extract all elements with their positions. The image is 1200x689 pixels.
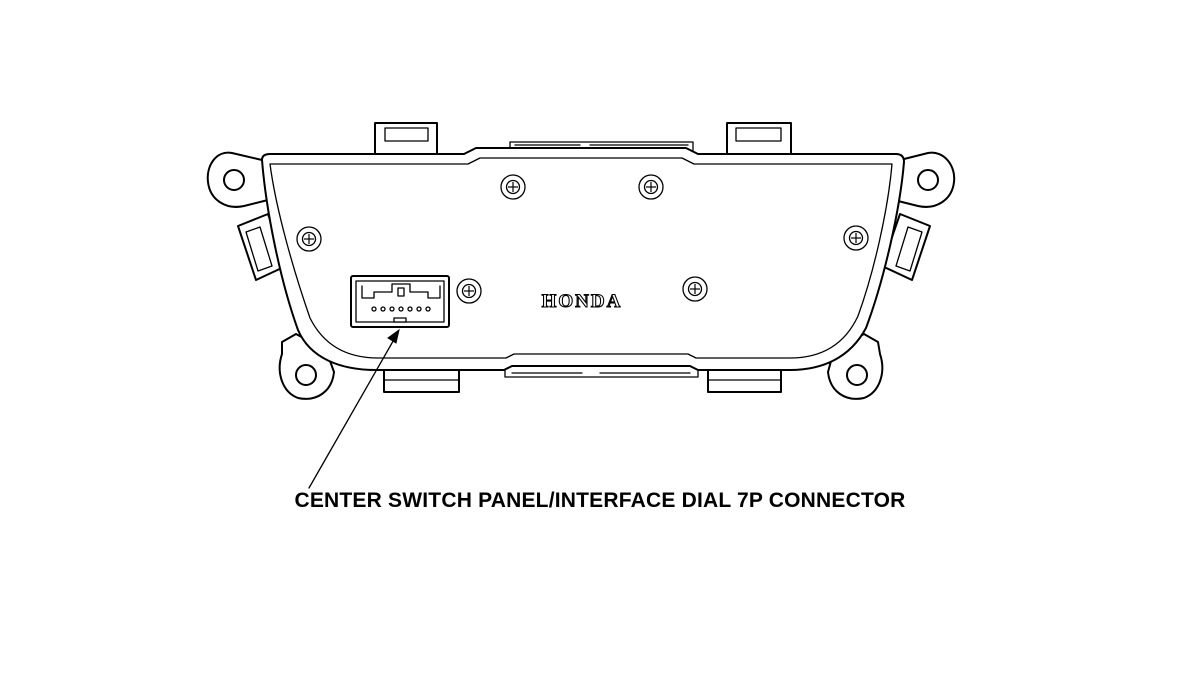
screw-top-left — [500, 174, 526, 200]
mount-ear-top-left — [206, 151, 269, 208]
side-clip-left — [237, 213, 287, 281]
screw-middle-left — [456, 278, 482, 304]
screw-middle-right — [682, 276, 708, 302]
screw-right — [843, 225, 869, 251]
mount-ear-top-right — [893, 151, 956, 208]
screw-top-right — [638, 174, 664, 200]
brand-logo: HONDA — [542, 291, 623, 312]
top-ridge — [509, 141, 694, 151]
bottom-ridge — [504, 367, 699, 378]
top-clip-left — [374, 122, 438, 157]
top-clip-right — [726, 122, 792, 157]
connector-callout-label: CENTER SWITCH PANEL/INTERFACE DIAL 7P CO… — [294, 489, 906, 512]
connector-7p — [350, 275, 450, 328]
screw-left — [296, 226, 322, 252]
leader-arrow — [308, 328, 400, 489]
